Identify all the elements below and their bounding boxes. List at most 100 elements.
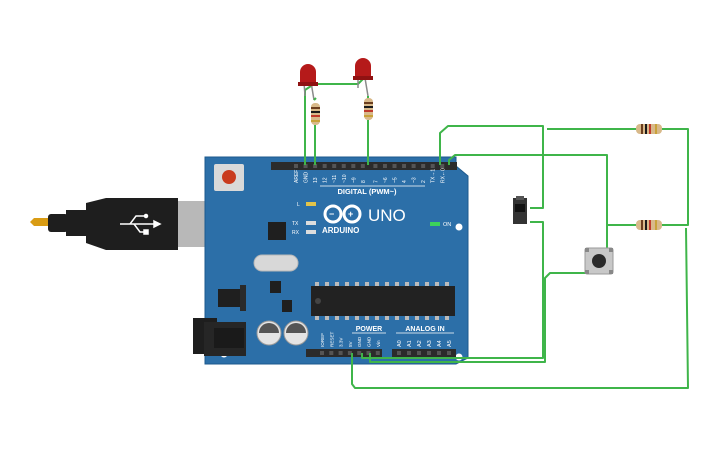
red-led-1[interactable] bbox=[298, 64, 318, 101]
chip-pin bbox=[315, 282, 319, 286]
resistor-4[interactable] bbox=[636, 220, 662, 230]
power-pin-label: 3.3V bbox=[339, 337, 344, 347]
led-rx-label: RX bbox=[292, 230, 300, 236]
wire-resistor3-resistor4[interactable] bbox=[660, 128, 689, 226]
digital-pin-hole[interactable] bbox=[430, 164, 435, 168]
analog-pin-hole[interactable] bbox=[417, 351, 421, 355]
push-button[interactable] bbox=[584, 247, 614, 275]
red-led-2[interactable] bbox=[353, 58, 373, 97]
reset-button-cap[interactable] bbox=[222, 170, 236, 184]
digital-pin-hole[interactable] bbox=[351, 164, 356, 168]
digital-pin-label: 8 bbox=[361, 180, 367, 183]
brand-label: ARDUINO bbox=[322, 226, 359, 235]
digital-pin-hole[interactable] bbox=[294, 164, 298, 168]
power-pin-hole[interactable] bbox=[338, 351, 343, 355]
digital-pin-label: ~6 bbox=[383, 177, 389, 183]
digital-pin-hole[interactable] bbox=[411, 164, 416, 168]
arduino-logo-icon bbox=[323, 204, 362, 224]
chip-pin bbox=[385, 282, 389, 286]
chip-pin bbox=[415, 282, 419, 286]
chip-pin bbox=[445, 282, 449, 286]
analog-pin-hole[interactable] bbox=[427, 351, 431, 355]
wire-5v-loop[interactable] bbox=[351, 227, 689, 389]
power-pin-hole[interactable] bbox=[357, 351, 362, 355]
crystal-oscillator bbox=[253, 254, 299, 272]
digital-pin-hole[interactable] bbox=[332, 164, 337, 168]
chip-pin bbox=[355, 316, 359, 320]
chip-pin bbox=[395, 316, 399, 320]
analog-pin-label: A0 bbox=[397, 340, 403, 347]
analog-pin-hole[interactable] bbox=[447, 351, 451, 355]
digital-pin-label: ~9 bbox=[351, 177, 357, 183]
analog-pin-label: A4 bbox=[437, 340, 443, 347]
power-pin-hole[interactable] bbox=[320, 351, 324, 355]
usb-cable-tip bbox=[30, 218, 50, 226]
resistor-1[interactable] bbox=[311, 103, 320, 125]
model-label: UNO bbox=[368, 206, 406, 225]
digital-pin-hole[interactable] bbox=[373, 164, 378, 168]
digital-pin-hole[interactable] bbox=[313, 164, 318, 168]
chip-pin bbox=[345, 316, 349, 320]
chip-pin bbox=[325, 316, 329, 320]
voltage-regulator bbox=[218, 289, 240, 307]
wire-switch-gnd[interactable] bbox=[361, 221, 544, 359]
electrolytic-capacitor bbox=[283, 320, 309, 346]
chip-pin bbox=[435, 316, 439, 320]
chip-pin bbox=[355, 282, 359, 286]
chip-pin bbox=[375, 316, 379, 320]
chip-pin bbox=[375, 282, 379, 286]
digital-pin-hole[interactable] bbox=[322, 164, 327, 168]
led-rx bbox=[306, 230, 316, 234]
digital-pin-hole[interactable] bbox=[341, 164, 346, 168]
analog-pin-hole[interactable] bbox=[437, 351, 441, 355]
digital-pin-label: ~3 bbox=[412, 177, 418, 183]
digital-pin-hole[interactable] bbox=[360, 164, 365, 168]
svg-text:−: − bbox=[329, 209, 334, 219]
digital-pin-label: ~10 bbox=[342, 174, 348, 183]
usb-chip bbox=[268, 222, 286, 240]
chip-pin bbox=[335, 316, 339, 320]
chip-pin bbox=[325, 282, 329, 286]
resistor-3[interactable] bbox=[636, 124, 662, 134]
analog-header bbox=[392, 349, 456, 357]
power-on-label: ON bbox=[443, 222, 451, 228]
chip-pin bbox=[365, 282, 369, 286]
digital-pin-label: TX→1 bbox=[431, 169, 437, 183]
analog-pin-hole[interactable] bbox=[397, 351, 401, 355]
power-on-led bbox=[430, 222, 440, 226]
power-pin-hole[interactable] bbox=[329, 351, 334, 355]
digital-pin-label: 13 bbox=[313, 177, 319, 183]
chip-pin bbox=[345, 282, 349, 286]
chip-pin bbox=[395, 282, 399, 286]
slide-switch[interactable] bbox=[513, 196, 527, 224]
digital-pin-hole[interactable] bbox=[440, 164, 445, 168]
analog-pin-label: A2 bbox=[417, 340, 423, 347]
chip-pin bbox=[405, 282, 409, 286]
led-tx-label: TX bbox=[292, 221, 299, 227]
digital-pin-hole[interactable] bbox=[382, 164, 387, 168]
chip-pin bbox=[435, 282, 439, 286]
digital-pin-hole[interactable] bbox=[402, 164, 407, 168]
power-pin-hole[interactable] bbox=[347, 351, 352, 355]
digital-pin-label: 7 bbox=[373, 180, 379, 183]
digital-pin-hole[interactable] bbox=[392, 164, 397, 168]
analog-pin-hole[interactable] bbox=[407, 351, 411, 355]
power-pin-label: GND bbox=[367, 336, 372, 347]
digital-pin-label: GND bbox=[304, 172, 310, 184]
digital-pin-label: ~11 bbox=[332, 175, 338, 183]
wire-pin1-button[interactable] bbox=[448, 154, 608, 250]
resistor-2[interactable] bbox=[364, 98, 373, 120]
digital-pin-hole[interactable] bbox=[303, 164, 308, 168]
digital-pin-label: 12 bbox=[323, 177, 329, 183]
wire-pin2-switch[interactable] bbox=[439, 125, 544, 209]
power-pin-hole[interactable] bbox=[366, 351, 371, 355]
power-pin-hole[interactable] bbox=[375, 351, 380, 355]
chip-pin bbox=[425, 282, 429, 286]
chip-pin bbox=[335, 282, 339, 286]
chip-pin bbox=[405, 316, 409, 320]
chip-pin bbox=[365, 316, 369, 320]
power-header bbox=[306, 349, 382, 357]
digital-pin-hole[interactable] bbox=[421, 164, 426, 168]
chip-pin bbox=[315, 316, 319, 320]
